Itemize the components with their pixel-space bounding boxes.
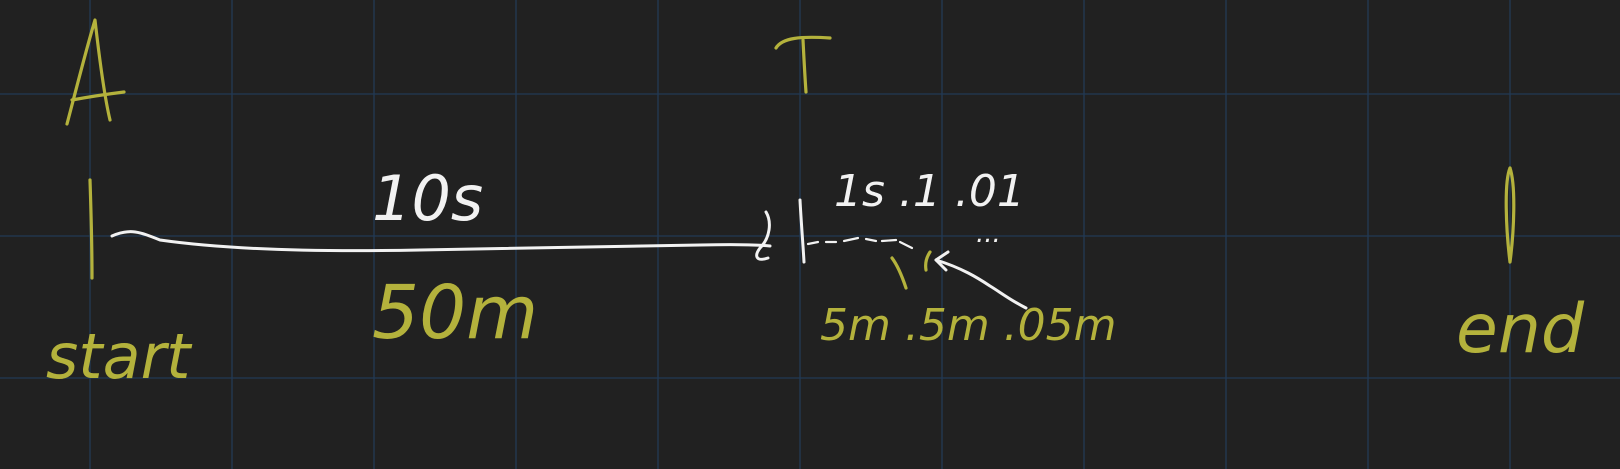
start-label: start [46, 320, 193, 393]
distance-first-leg-label: 50m [372, 270, 538, 356]
time-steps-label: 1s .1 .01 [834, 166, 1025, 217]
t-hook [755, 210, 771, 261]
end-tick [1504, 166, 1516, 264]
end-label: end [1456, 290, 1585, 369]
trajectory-line [110, 230, 772, 253]
continuation-label: ... [976, 219, 1001, 249]
point-a-glyph [65, 18, 126, 126]
distance-steps-label: 5m .5m .05m [820, 300, 1117, 351]
step-ticks [890, 250, 932, 290]
time-first-leg-label: 10s [372, 162, 483, 235]
pointer-arrow [934, 250, 1028, 310]
start-tick [88, 178, 94, 280]
t-position-mark [798, 198, 806, 264]
point-t-glyph [774, 35, 832, 94]
continuation-dashes [806, 236, 914, 250]
